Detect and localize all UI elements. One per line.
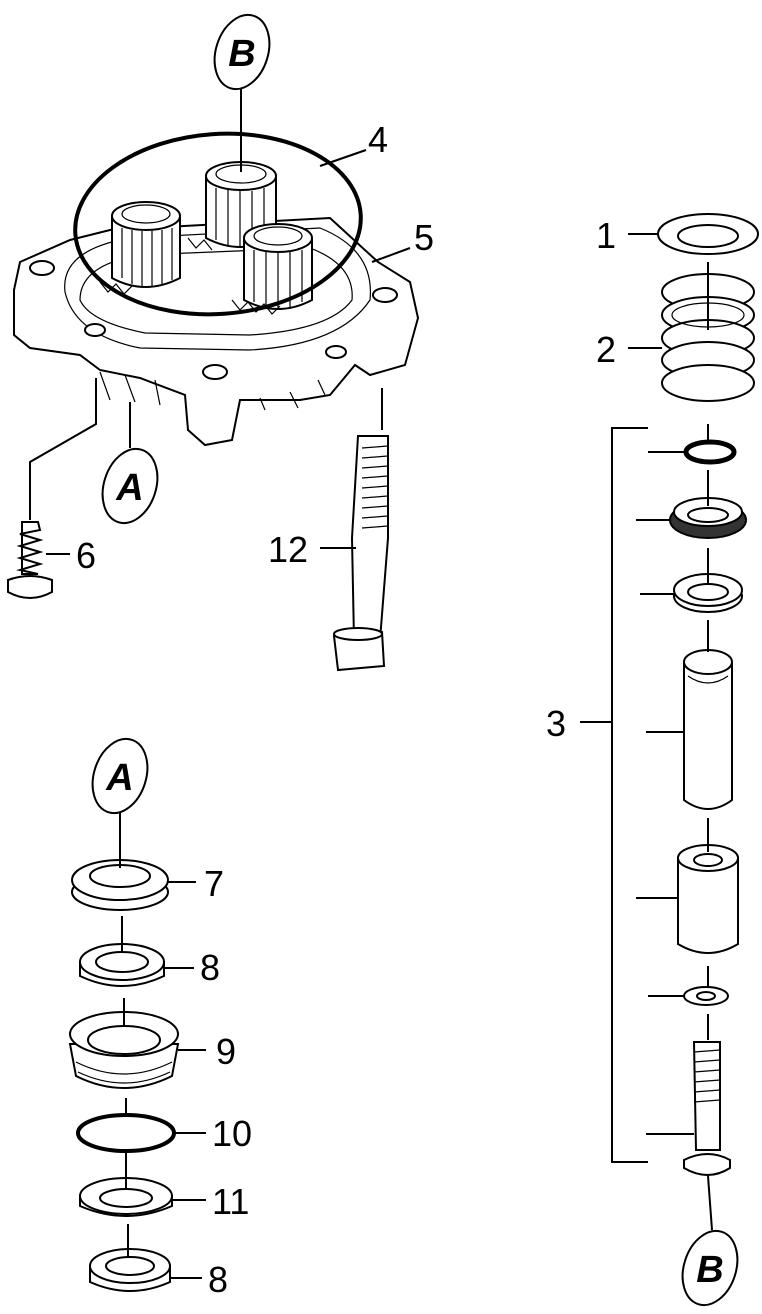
- callout-a-middle: A: [101, 447, 159, 525]
- pump-head-assembly: [13, 131, 420, 447]
- valve-stack-assembly: [580, 213, 759, 1231]
- label-part-9: 9: [216, 1031, 236, 1072]
- label-part-8-lower: 8: [208, 1259, 228, 1300]
- o-ring-part-10: [76, 1113, 176, 1153]
- leader-lines-head: [29, 84, 411, 520]
- label-part-2: 2: [596, 329, 616, 370]
- support-ring: [673, 573, 743, 613]
- label-part-10: 10: [212, 1113, 252, 1154]
- label-part-8-upper: 8: [200, 947, 220, 988]
- small-washer: [683, 986, 729, 1006]
- callout-b-top: B: [213, 13, 271, 91]
- housing-part-9: [68, 1011, 180, 1089]
- label-part-6: 6: [76, 535, 96, 576]
- washer-part-1: [657, 213, 759, 255]
- label-part-3: 3: [546, 703, 566, 744]
- piston: [683, 649, 733, 810]
- ring-part-8-lower: [89, 1248, 171, 1292]
- label-part-12: 12: [268, 529, 308, 570]
- snap-ring: [683, 439, 737, 465]
- bolt-part-12: [320, 435, 389, 672]
- label-part-7: 7: [204, 863, 224, 904]
- o-ring-large: [73, 131, 363, 317]
- seal-ring: [669, 497, 747, 539]
- svg-text:B: B: [228, 33, 255, 75]
- svg-text:A: A: [105, 757, 133, 799]
- label-part-11: 11: [212, 1181, 249, 1222]
- label-part-4: 4: [368, 119, 388, 160]
- callout-a-left: A: [91, 737, 149, 815]
- svg-text:A: A: [115, 467, 143, 509]
- valve-cap-left: [111, 201, 181, 288]
- spring-part-2: [661, 273, 755, 402]
- stack-bolt: [683, 1041, 731, 1176]
- washer-part-11: [79, 1177, 173, 1217]
- screw-part-6: [7, 521, 70, 599]
- seal-part-7: [71, 859, 169, 911]
- label-part-5: 5: [414, 217, 434, 258]
- sleeve: [677, 844, 739, 954]
- seal-stack-assembly: [68, 812, 206, 1292]
- valve-cap-right: [243, 223, 313, 310]
- ring-part-8-upper: [79, 943, 165, 987]
- label-part-1: 1: [596, 215, 616, 256]
- callout-b-bottom: B: [681, 1229, 739, 1307]
- svg-text:B: B: [696, 1249, 723, 1291]
